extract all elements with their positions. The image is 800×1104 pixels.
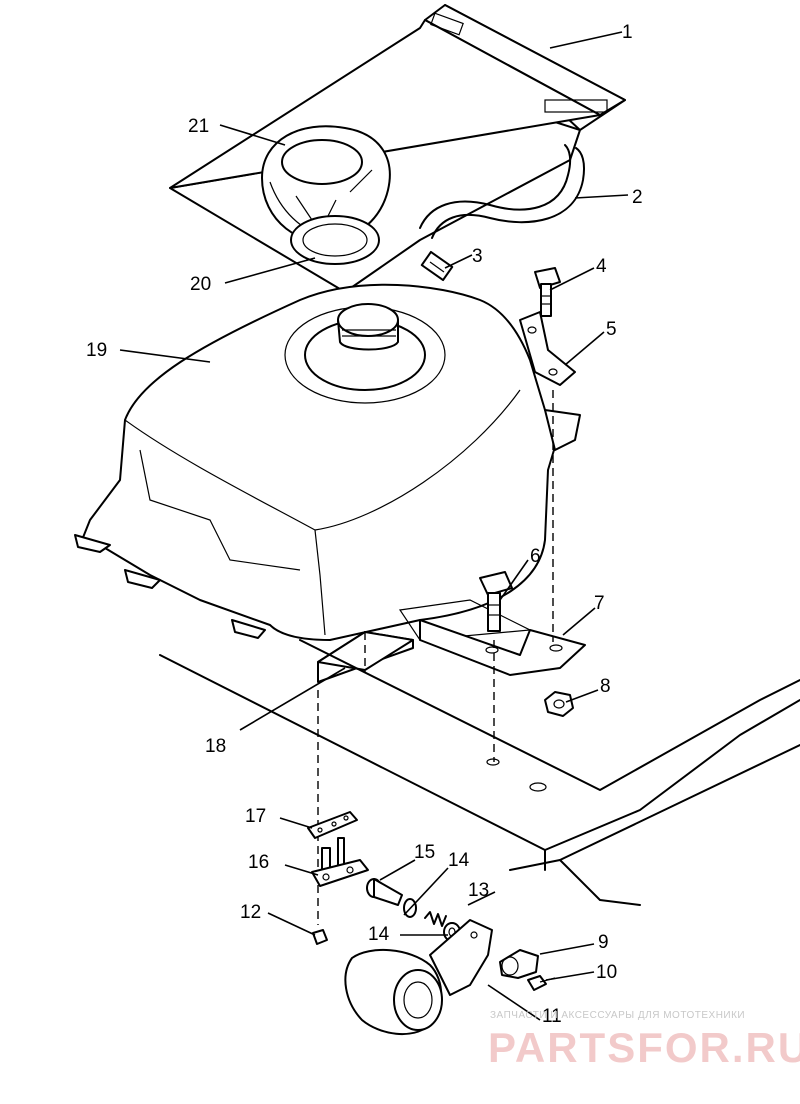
callout-20: 20	[190, 274, 211, 295]
part-1-shield-sheet	[169, 4, 626, 293]
part-4-bolt	[534, 267, 561, 317]
callout-13: 13	[468, 880, 489, 901]
part-13-spring	[424, 911, 447, 927]
callout-7: 7	[594, 593, 605, 614]
part-19-fuel-tank	[74, 283, 581, 641]
part-2-vent-hose	[419, 144, 586, 239]
part-11-bracket	[344, 919, 493, 1036]
callout-1: 1	[622, 22, 633, 43]
part-6-bolt	[479, 571, 513, 632]
callout-3: 3	[472, 246, 483, 267]
part-8-nut	[544, 691, 574, 717]
callout-8: 8	[600, 676, 611, 697]
callout-17: 17	[245, 806, 266, 827]
part-5-bracket	[519, 311, 576, 386]
part-7-strap-bracket	[419, 619, 586, 676]
part-16-petcock	[311, 837, 369, 887]
part-17-plate	[307, 811, 358, 839]
watermark-tagline: ЗАПЧАСТИ И АКСЕССУАРЫ ДЛЯ МОТОТЕХНИКИ	[490, 1010, 745, 1021]
callout-14-upper: 14	[448, 850, 470, 871]
part-21-fuel-cap	[261, 125, 391, 243]
callout-12: 12	[240, 902, 261, 923]
part-12-screw	[312, 929, 328, 945]
part-3-fitting	[420, 250, 454, 282]
part-9-knob	[499, 949, 539, 979]
callout-5: 5	[606, 319, 617, 340]
callout-18: 18	[205, 736, 226, 757]
callout-2: 2	[632, 187, 643, 208]
alignment-lines	[317, 390, 554, 925]
watermark: ЗАПЧАСТИ И АКСЕССУАРЫ ДЛЯ МОТОТЕХНИКИ PA…	[488, 1010, 800, 1071]
callout-14-lower: 14	[368, 924, 390, 945]
callout-16: 16	[248, 852, 269, 873]
callout-labels: 1 2 3 4 5 6 7 8 9 10 11 12 13 14 15 16 1…	[86, 22, 643, 1027]
leader-lines	[119, 31, 629, 1021]
part-15-shaft	[366, 878, 403, 906]
part-20-gasket-ring	[290, 215, 380, 265]
callout-15: 15	[414, 842, 435, 863]
callout-21: 21	[188, 116, 209, 137]
watermark-brand: PARTSFOR.RU	[488, 1024, 800, 1071]
part-10-screw	[527, 975, 556, 991]
callout-4: 4	[596, 256, 607, 277]
callout-11: 11	[542, 1006, 562, 1027]
callout-10: 10	[596, 962, 617, 983]
callout-19: 19	[86, 340, 107, 361]
callout-9: 9	[598, 932, 609, 953]
callout-6: 6	[530, 546, 541, 567]
